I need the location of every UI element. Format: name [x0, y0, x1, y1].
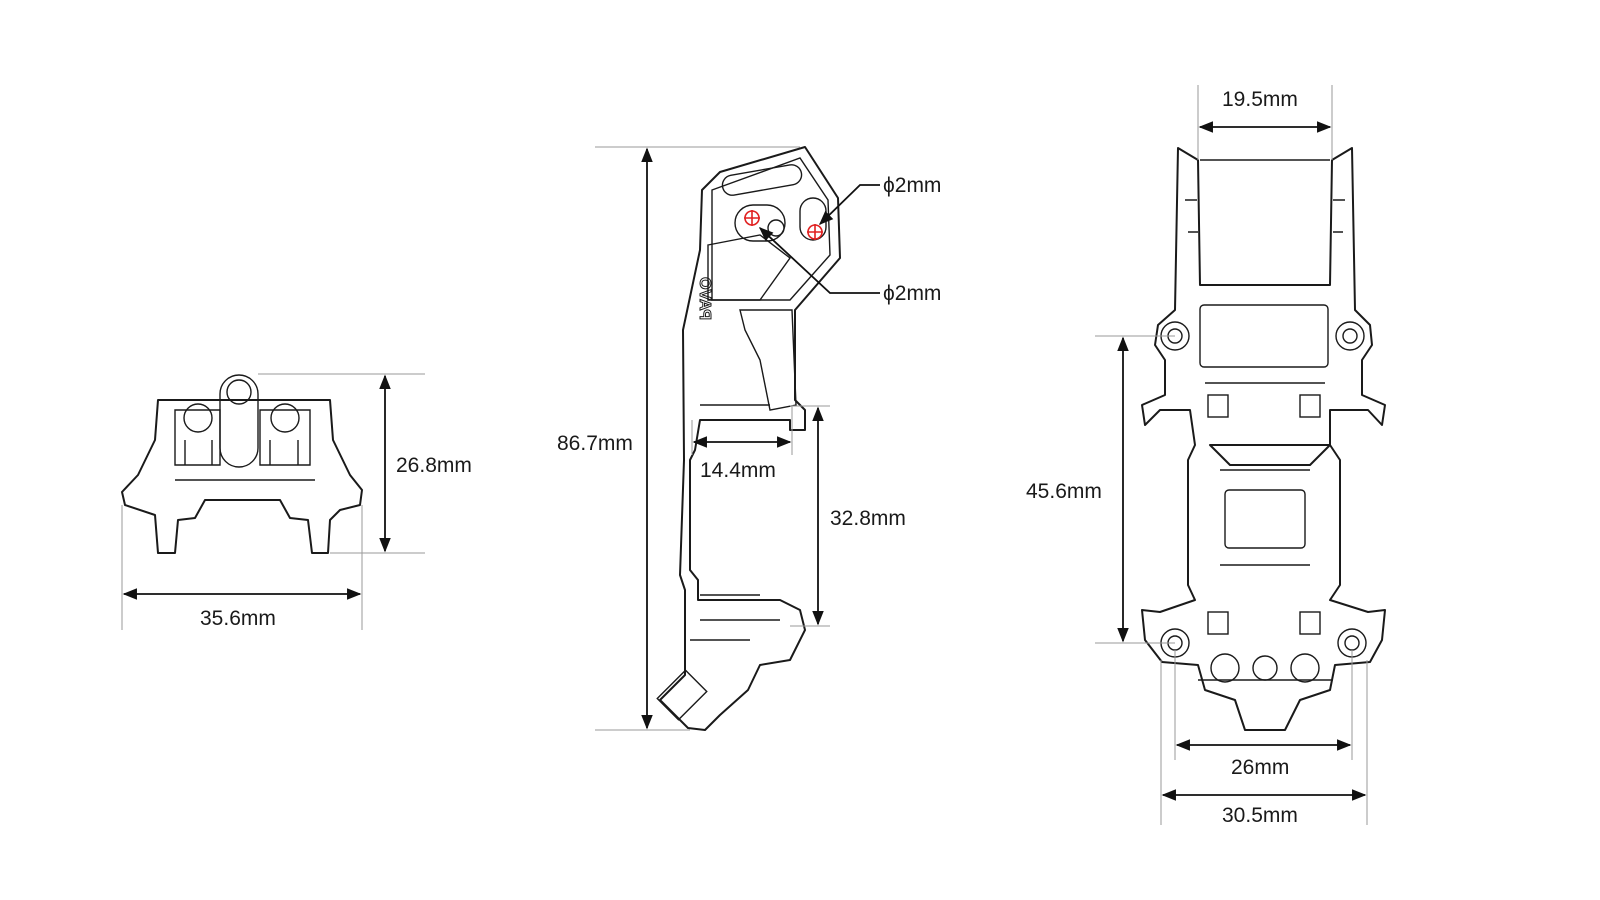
side-depth-label: 14.4mm: [700, 459, 776, 482]
hole-spacing-label: 45.6mm: [1026, 480, 1102, 503]
outer-width-label: 30.5mm: [1222, 804, 1298, 827]
hole-diameter-label-2: ϕ2mm: [883, 282, 941, 305]
front-view-part: [121, 374, 363, 554]
top-view-part: [1141, 147, 1386, 731]
side-height-label: 86.7mm: [557, 432, 633, 455]
side-spacing-label: 32.8mm: [830, 507, 906, 530]
pavo-logo: PAVO: [696, 277, 713, 320]
side-view-dimensions: [595, 146, 880, 731]
top-view-dimensions: [1095, 85, 1368, 825]
hole-diameter-label-1: ϕ2mm: [883, 174, 941, 197]
front-height-label: 26.8mm: [396, 454, 472, 477]
front-view-dimensions: [121, 373, 425, 630]
hole-marker-2: [807, 224, 823, 240]
hole-marker-1: [744, 210, 760, 226]
front-width-label: 35.6mm: [200, 607, 276, 630]
top-width-label: 19.5mm: [1222, 88, 1298, 111]
inner-width-label: 26mm: [1231, 756, 1289, 779]
side-view-part: PAVO: [656, 146, 841, 731]
